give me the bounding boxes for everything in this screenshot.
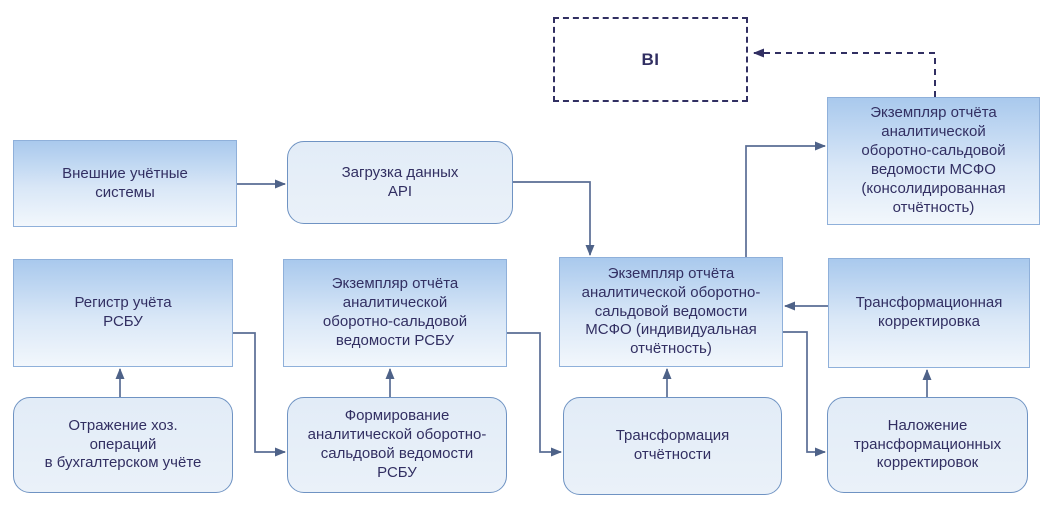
connector-api-to-mcfo-individual bbox=[513, 181, 595, 256]
connector-registry-to-rsbu-formation bbox=[233, 332, 286, 457]
connector-rsbu-report-to-reporting-transformation bbox=[507, 332, 562, 457]
connector-mcfo-individual-to-apply-adjustments bbox=[783, 331, 826, 457]
node-bi: BI bbox=[553, 17, 748, 102]
connector-mcfo-individual-to-mcfo-consolidated bbox=[745, 141, 826, 257]
node-mcfo-individual-report: Экземпляр отчёта аналитической оборотно-… bbox=[559, 257, 783, 367]
node-mcfo-consolidated-report: Экземпляр отчёта аналитической оборотно-… bbox=[827, 97, 1040, 225]
node-business-operations: Отражение хоз. операций в бухгалтерском … bbox=[13, 397, 233, 493]
node-rsbu-formation: Формирование аналитической оборотно- сал… bbox=[287, 397, 507, 493]
node-api-load: Загрузка данных API bbox=[287, 141, 513, 224]
node-apply-adjustments: Наложение трансформационных корректирово… bbox=[827, 397, 1028, 493]
node-external-systems: Внешние учётные системы bbox=[13, 140, 237, 227]
node-rsbu-registry: Регистр учёта РСБУ bbox=[13, 259, 233, 367]
node-transformation-adjustment: Трансформационная корректировка bbox=[828, 258, 1030, 368]
connector-mcfo-consolidated-to-bi-dashed bbox=[753, 48, 936, 97]
node-rsbu-report: Экземпляр отчёта аналитической оборотно-… bbox=[283, 259, 507, 367]
node-reporting-transformation: Трансформация отчётности bbox=[563, 397, 782, 495]
